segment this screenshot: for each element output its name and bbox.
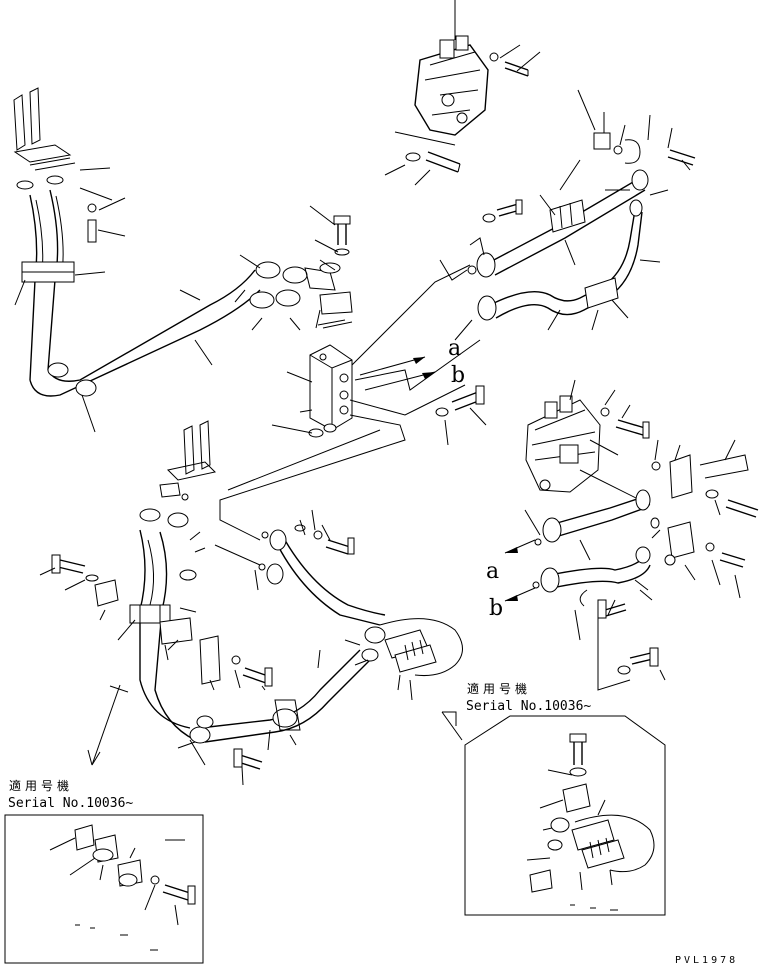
left-pipe-bracket-top bbox=[13, 87, 126, 243]
long-hose-left-upper bbox=[29, 269, 261, 433]
bolt-upper-center bbox=[309, 205, 351, 274]
inset-right-frame bbox=[441, 711, 666, 916]
lower-left-small-parts bbox=[39, 554, 273, 691]
callout-label-b-right: b bbox=[489, 596, 504, 621]
callout-label-b-center: b bbox=[451, 363, 466, 388]
callout-label-a-center: a bbox=[448, 336, 462, 361]
right-lower-hose bbox=[454, 199, 661, 341]
control-valve-top bbox=[414, 0, 489, 136]
bolt-right-of-manifold bbox=[435, 385, 487, 446]
inset-right-serial: Serial No.10036~ bbox=[466, 699, 592, 714]
lower-left-bracket bbox=[139, 420, 217, 581]
fitting-cluster-upper bbox=[234, 254, 353, 331]
valve-bolt-top bbox=[489, 44, 541, 77]
inset-left-parts bbox=[49, 824, 196, 951]
lower-hose-mid bbox=[189, 649, 371, 751]
lower-motor-fittings bbox=[344, 618, 463, 701]
right-small-hoses bbox=[524, 489, 746, 641]
left-hose-pair bbox=[14, 189, 106, 381]
inset-left-heading: 適用号機 bbox=[9, 779, 74, 793]
manifold-block bbox=[271, 319, 353, 438]
valve-bolt-left bbox=[384, 131, 461, 186]
callout-arrows-right bbox=[504, 539, 536, 602]
right-upper-hose bbox=[439, 159, 669, 281]
valve-flange-group bbox=[577, 89, 696, 171]
inset-right-parts bbox=[526, 733, 655, 911]
lower-center-hoses bbox=[254, 509, 386, 626]
drawing-code: PVL1978 bbox=[675, 955, 739, 966]
callout-arrows-center bbox=[359, 356, 436, 391]
lower-bolt-clip bbox=[177, 739, 263, 786]
control-valve-right bbox=[525, 379, 651, 506]
lower-left-hoses bbox=[117, 529, 197, 741]
callout-label-a-right: a bbox=[486, 559, 500, 584]
inset-left-serial: Serial No.10036~ bbox=[8, 796, 134, 811]
center-lines-to-right bbox=[214, 264, 481, 566]
inset-right-heading: 適用号機 bbox=[467, 682, 532, 696]
inset-left-frame bbox=[4, 684, 204, 964]
valve-right-bolts bbox=[600, 389, 759, 518]
bolt-lower-right bbox=[597, 599, 666, 691]
